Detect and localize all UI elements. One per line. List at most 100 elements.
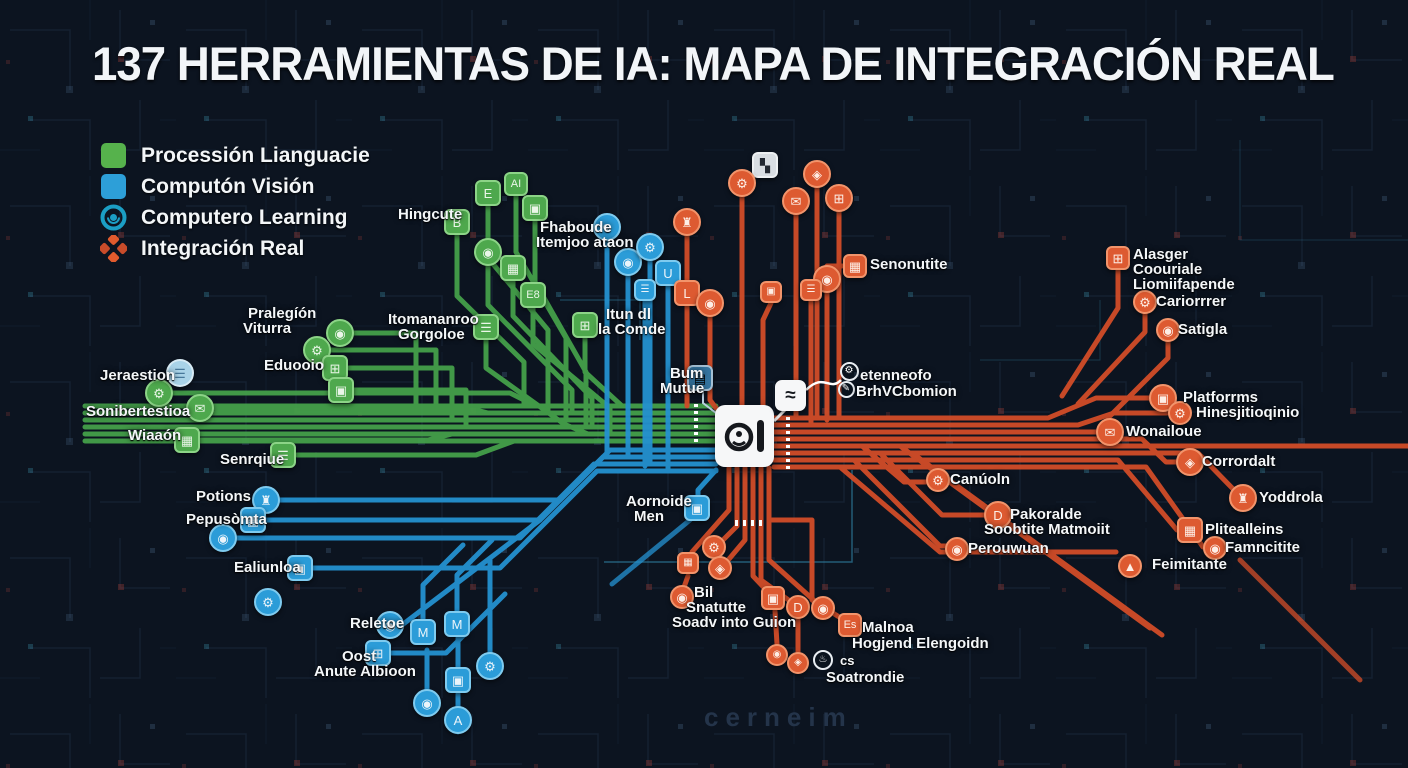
map-label: etenneofo [860, 367, 932, 384]
node-icon: ⚙ [1174, 405, 1186, 421]
tool-node: E [475, 180, 501, 206]
tool-node: M [444, 611, 470, 637]
map-label: Sonibertestioa [86, 403, 191, 420]
tool-node: ☰ [473, 314, 499, 340]
node-icon: ▲ [1123, 558, 1137, 574]
map-label: Canúoln [950, 471, 1010, 488]
tool-node: ♜ [252, 486, 280, 514]
map-label: Alasger [1133, 246, 1189, 263]
map-label: Jeraestion [100, 367, 176, 384]
node-icon: ♜ [681, 214, 693, 230]
tool-node: ◉ [1203, 536, 1227, 560]
node-icon: ◉ [772, 649, 782, 660]
node-icon: ◉ [951, 541, 963, 557]
map-label: Coouriale [1133, 261, 1203, 278]
node-icon: ◉ [704, 295, 716, 311]
node-icon: ☰ [640, 284, 650, 295]
map-label: Yoddrola [1259, 489, 1323, 506]
map-label: Satigla [1178, 321, 1228, 338]
tool-node: AI [504, 172, 528, 196]
map-label: Corrordalt [1202, 453, 1276, 470]
node-icon: ⚙ [1139, 294, 1151, 310]
legend-label: Processión Lianguacie [141, 143, 370, 167]
node-icon: E [483, 185, 493, 201]
map-label: Fhaboude [540, 219, 612, 236]
map-label: Feimitante [1152, 556, 1228, 573]
node-icon: ♜ [260, 492, 272, 508]
node-icon: B [452, 214, 462, 230]
map-label: Bum [670, 365, 704, 382]
map-label: Ealiunloa [234, 559, 301, 576]
node-icon: ☰ [480, 319, 492, 335]
node-icon: ◉ [1162, 322, 1174, 338]
node-icon: ✎ [841, 383, 851, 394]
map-label: Potions [196, 488, 251, 505]
map-label: Viturra [243, 320, 292, 337]
map-label: Bil [694, 584, 714, 601]
node-icon: ▣ [690, 500, 704, 516]
tool-node: ⊞ [572, 312, 598, 338]
node-icon: ⚙ [932, 472, 944, 488]
map-label: Wonailoue [1126, 423, 1202, 440]
node-icon: ⚙ [844, 365, 854, 376]
green-square-icon [101, 143, 126, 168]
map-label: Senonutite [870, 256, 948, 273]
tool-node: U [655, 260, 681, 286]
map-label: Eduooio [264, 357, 324, 374]
bum-mutue-icon: ▤ [687, 365, 713, 391]
map-label: Itun dl [606, 306, 651, 323]
tool-node: ⚙ [839, 361, 859, 381]
node-icon: M [417, 624, 429, 640]
tool-node: ♨ [813, 650, 833, 670]
node-icon: ▣ [334, 382, 348, 398]
node-icon: E8 [526, 288, 540, 301]
tool-node: D [786, 595, 810, 619]
map-label: Reletoe [350, 615, 405, 632]
node-icon: ▣ [528, 200, 542, 216]
map-label: Soadv into Guion [672, 614, 797, 631]
map-label: Pakoralde [1010, 506, 1082, 523]
map-label: Liomiifapende [1133, 276, 1235, 293]
node-icon: ▦ [246, 512, 260, 528]
map-label: Famncitite [1225, 539, 1301, 556]
tool-node: ◉ [376, 611, 404, 639]
legend-item-vision: Computón Visión [100, 171, 370, 202]
map-label: Gorgoloe [398, 326, 465, 343]
orange-x-icon [100, 235, 127, 262]
node-icon: ♨ [818, 654, 828, 665]
legend-item-nlp: Processión Lianguacie [100, 140, 370, 171]
node-icon: ◈ [812, 166, 822, 182]
map-label: BrhVCbomion [856, 383, 957, 400]
node-icon: ∿ [601, 219, 613, 235]
node-icon: Es [843, 618, 857, 631]
legend-item-integration: Integración Real [100, 233, 370, 264]
map-label: la Comde [598, 321, 666, 338]
node-icon: ▦ [506, 260, 520, 276]
tool-node: ▦ [240, 507, 266, 533]
tool-node: ◈ [803, 160, 831, 188]
ai-hub-node [715, 405, 774, 467]
node-icon: ⚙ [484, 658, 496, 674]
tool-node: ◉ [326, 319, 354, 347]
tool-node: ✎ [837, 380, 855, 398]
node-icon: ⊞ [579, 317, 591, 333]
blue-square-icon [101, 174, 126, 199]
map-label: Pepusòmta [186, 511, 267, 528]
tool-node: ▦ [500, 255, 526, 281]
tool-node: ◉ [1156, 318, 1180, 342]
node-icon: ◉ [384, 617, 396, 633]
tool-node: ☰ [270, 442, 296, 468]
tool-node: ▣ [761, 586, 785, 610]
map-label: Snatutte [686, 599, 746, 616]
map-label: Platforrms [1183, 389, 1259, 406]
map-label: Oost [342, 648, 377, 665]
tool-node: ▣ [1149, 384, 1177, 412]
node-icon: ▣ [1156, 390, 1170, 406]
node-icon: ⚙ [262, 594, 274, 610]
page-title: 137 HERRAMIENTAS DE IA: MAPA DE INTEGRAC… [92, 37, 1335, 90]
node-icon: ⚙ [736, 175, 748, 191]
node-icon: ⚙ [153, 385, 165, 401]
tool-node: ⚙ [702, 535, 726, 559]
legend-label: Computero Learning [141, 205, 348, 229]
node-icon: ◉ [421, 695, 433, 711]
